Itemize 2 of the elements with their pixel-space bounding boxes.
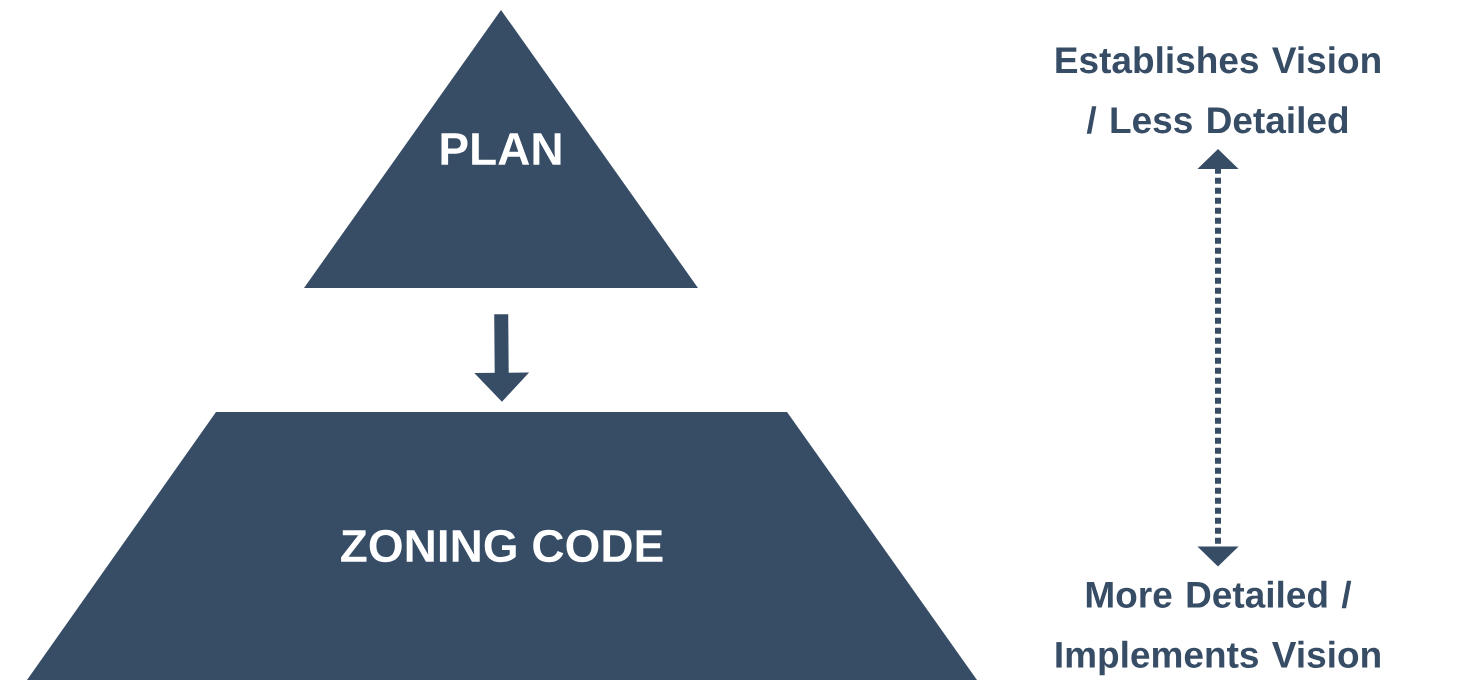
- description-text: More Detailed / Implements Vision: [1056, 580, 1380, 676]
- description-text: Establishes Vision / Less Detailed: [1056, 46, 1380, 134]
